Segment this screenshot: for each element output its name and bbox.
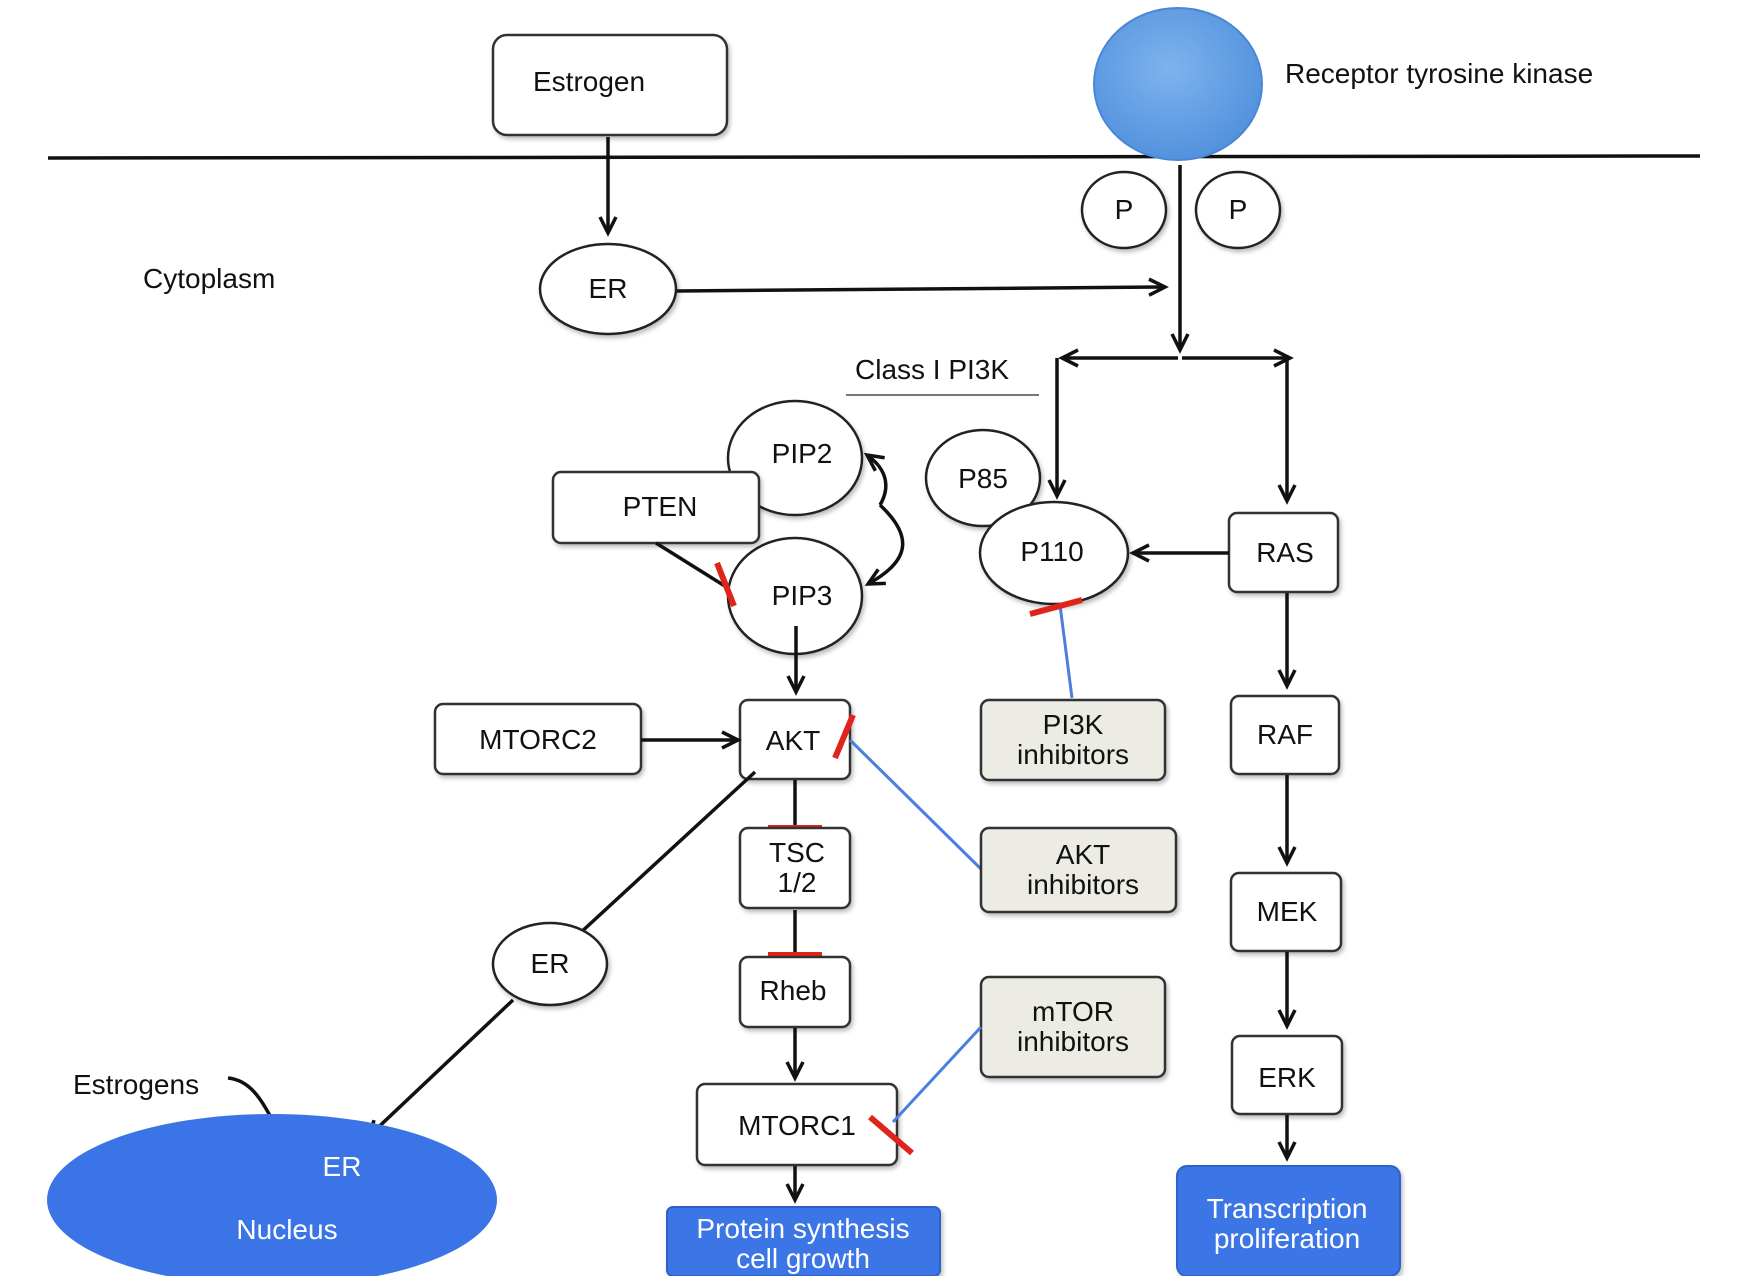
arrow-er-rtk: [676, 277, 1169, 297]
mtor-inhibitors-node: mTOR inhibitors: [979, 975, 1167, 1079]
mtor-inhibitors-line1: mTOR: [1032, 996, 1114, 1027]
raf-label: RAF: [1257, 719, 1313, 750]
er-middle-label: ER: [531, 948, 570, 979]
rheb-node: Rheb: [738, 955, 852, 1029]
mtor-inhibitors-line2: inhibitors: [1017, 1026, 1129, 1057]
inhibition-akt: [832, 713, 856, 760]
phosphate-left-node: P: [1080, 170, 1168, 250]
akt-inhibitors-node: AKT inhibitors: [979, 826, 1178, 914]
cytoplasm-label: Cytoplasm: [143, 263, 275, 294]
link-pi3k-inhibitors: [1058, 604, 1074, 699]
pip3-node: PIP3: [726, 536, 864, 656]
protein-synthesis-line1: Protein synthesis: [696, 1213, 909, 1244]
p110-label: P110: [1020, 536, 1083, 567]
p85-label: P85: [958, 463, 1008, 494]
tsc-line2: 1/2: [778, 867, 817, 898]
inhibition-mtorc1: [868, 1114, 914, 1156]
p-left-label: P: [1115, 194, 1134, 225]
estrogen-label: Estrogen: [533, 66, 645, 97]
line-akt-er: [576, 770, 757, 937]
raf-node: RAF: [1229, 694, 1341, 776]
pten-node: PTEN: [551, 470, 761, 545]
er-top-label: ER: [589, 273, 628, 304]
arrow-pip3-pip2: [863, 452, 888, 506]
pip3-label: PIP3: [772, 580, 833, 611]
mtorc2-label: MTORC2: [479, 724, 597, 755]
pi3k-inhibitors-line1: PI3K: [1043, 709, 1104, 740]
er-middle-node: ER: [491, 921, 609, 1007]
cell-membrane: [47, 154, 1701, 160]
line-pten-pip3: [655, 541, 729, 590]
erk-node: ERK: [1230, 1034, 1344, 1116]
pip2-node: PIP2: [726, 399, 864, 517]
nucleus-label: Nucleus: [236, 1214, 337, 1245]
akt-inhibitors-line2: inhibitors: [1027, 869, 1139, 900]
erk-label: ERK: [1258, 1062, 1316, 1093]
pten-label: PTEN: [623, 491, 698, 522]
pi3k-inhibitors-node: PI3K inhibitors: [979, 698, 1167, 782]
protein-synthesis-line2: cell growth: [736, 1243, 870, 1274]
pi3k-inhibitors-line2: inhibitors: [1017, 739, 1129, 770]
arrow-er-nucleus: [365, 998, 515, 1140]
tsc-line1: TSC: [769, 837, 825, 868]
inhibition-pten-pip3: [714, 561, 737, 608]
inhibition-p110: [1029, 597, 1083, 617]
nucleus-node: ER Nucleus: [47, 1114, 497, 1276]
akt-label: AKT: [766, 725, 820, 756]
akt-node: AKT: [738, 698, 852, 781]
class-i-pi3k-label: Class I PI3K: [855, 354, 1009, 385]
protein-synthesis-node: Protein synthesis cell growth: [666, 1206, 941, 1276]
receptor-tyrosine-kinase-node: Receptor tyrosine kinase: [1093, 7, 1593, 161]
transcription-node: Transcription proliferation: [1176, 1165, 1401, 1276]
akt-inhibitors-line1: AKT: [1056, 839, 1110, 870]
mtorc2-node: MTORC2: [433, 702, 643, 776]
ras-label: RAS: [1256, 537, 1314, 568]
p-right-label: P: [1229, 194, 1248, 225]
mek-label: MEK: [1257, 896, 1318, 927]
mtorc1-label: MTORC1: [738, 1110, 856, 1141]
pip2-label: PIP2: [772, 438, 833, 469]
er-nucleus-label: ER: [323, 1151, 362, 1182]
ras-node: RAS: [1227, 511, 1340, 594]
estrogens-label: Estrogens: [73, 1069, 199, 1100]
arrow-pip2-pip3: [864, 503, 905, 586]
phosphate-right-node: P: [1194, 170, 1282, 250]
er-top-node: ER: [538, 242, 678, 336]
tsc-node: TSC 1/2: [738, 826, 852, 910]
mtorc1-node: MTORC1: [695, 1082, 899, 1167]
rheb-label: Rheb: [760, 975, 827, 1006]
mek-node: MEK: [1229, 871, 1343, 953]
transcription-line2: proliferation: [1214, 1223, 1360, 1254]
link-mtor-inhibitors: [891, 1025, 983, 1124]
estrogen-node: Estrogen: [491, 33, 729, 137]
p85-node: P85: [924, 428, 1042, 528]
transcription-line1: Transcription: [1207, 1193, 1368, 1224]
rtk-label: Receptor tyrosine kinase: [1285, 58, 1593, 89]
link-akt-inhibitors: [848, 738, 984, 872]
p110-node: P110: [978, 500, 1130, 606]
